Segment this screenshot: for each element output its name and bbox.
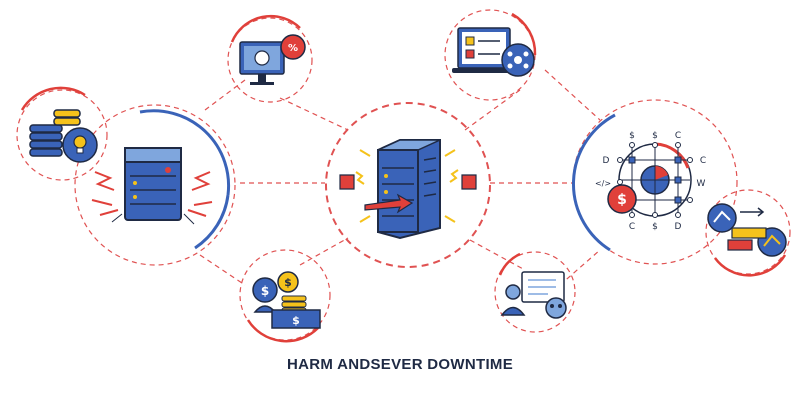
- net-label-top-left: $: [629, 131, 635, 141]
- net-label-left-mid: </>: [595, 179, 611, 188]
- server-sparks-node: [74, 104, 236, 266]
- connector-bottom-left: [299, 237, 349, 266]
- connector-right-top: [544, 69, 601, 121]
- connector-left-top: [204, 79, 246, 111]
- routing-arrows-icon: [707, 203, 787, 257]
- svg-text:$: $: [261, 284, 269, 298]
- connector-top-left: [279, 97, 349, 131]
- coins-idea-red-arc: [20, 86, 86, 111]
- money-loss-red-arc: [246, 319, 319, 343]
- money-loss-ring: [239, 249, 331, 341]
- routing-arrows-red-arc: [713, 254, 787, 277]
- monitor-error-icon: %: [239, 34, 306, 85]
- net-label-bottom-right: D: [675, 222, 682, 232]
- coins-lightbulb-icon: [29, 109, 98, 163]
- user-presentation-ring: [494, 251, 576, 333]
- svg-text:%: %: [288, 43, 298, 54]
- svg-text:$: $: [617, 192, 627, 208]
- connector-top-right: [464, 89, 521, 131]
- monitor-error-node: %: [227, 14, 313, 103]
- routing-arrows-node: [705, 189, 791, 277]
- server-sparks-blue-arc: [139, 109, 231, 196]
- coins-idea-node: [16, 86, 108, 181]
- net-label-top-mid: $: [652, 131, 658, 141]
- coins-idea-ring: [16, 89, 108, 181]
- svg-text:$: $: [284, 276, 292, 289]
- net-label-bottom-left: C: [629, 222, 635, 232]
- laptop-checklist-red-arc: [511, 12, 537, 56]
- svg-text:$: $: [292, 314, 300, 327]
- monitor-error-ring: [227, 17, 313, 103]
- network-cost-node: $ $ $ C D C </> W C $ D: [571, 99, 738, 265]
- money-loss-node: $ $ $: [239, 249, 331, 343]
- server-rack-damaged-icon: [339, 139, 477, 240]
- net-label-right-upper: C: [700, 156, 706, 166]
- net-label-left-upper: D: [603, 156, 610, 166]
- money-loss-icon: $ $ $: [252, 271, 321, 329]
- net-label-bottom-mid: $: [652, 222, 658, 232]
- routing-arrows-ring: [705, 189, 791, 275]
- monitor-error-red-arc: [230, 14, 301, 43]
- user-presentation-red-arc: [498, 252, 521, 276]
- network-cost-blue-arc: [571, 113, 616, 252]
- connectors: [199, 69, 601, 286]
- connector-left-bottom: [199, 254, 246, 286]
- connector-right-bottom: [559, 249, 601, 286]
- net-label-top-right: C: [675, 131, 681, 141]
- server-sparks-blue-arc-2: [194, 194, 230, 250]
- server-sparks-icon: [91, 147, 213, 225]
- diagram-caption: HARM ANDSEVER DOWNTIME: [286, 356, 514, 373]
- laptop-checklist-icon: [452, 27, 535, 77]
- center-node: [325, 102, 491, 268]
- net-label-right-mid: W: [697, 179, 706, 189]
- laptop-checklist-node: [444, 9, 537, 101]
- network-cost-ring: [572, 99, 738, 265]
- connector-bottom-right: [469, 239, 526, 271]
- user-presentation-node: [494, 251, 576, 333]
- server-sparks-ring: [74, 104, 236, 266]
- center-ring: [325, 102, 491, 268]
- network-dollar-icon: $ $ $ C D C </> W C $ D: [595, 131, 706, 232]
- user-presentation-icon: [500, 271, 567, 319]
